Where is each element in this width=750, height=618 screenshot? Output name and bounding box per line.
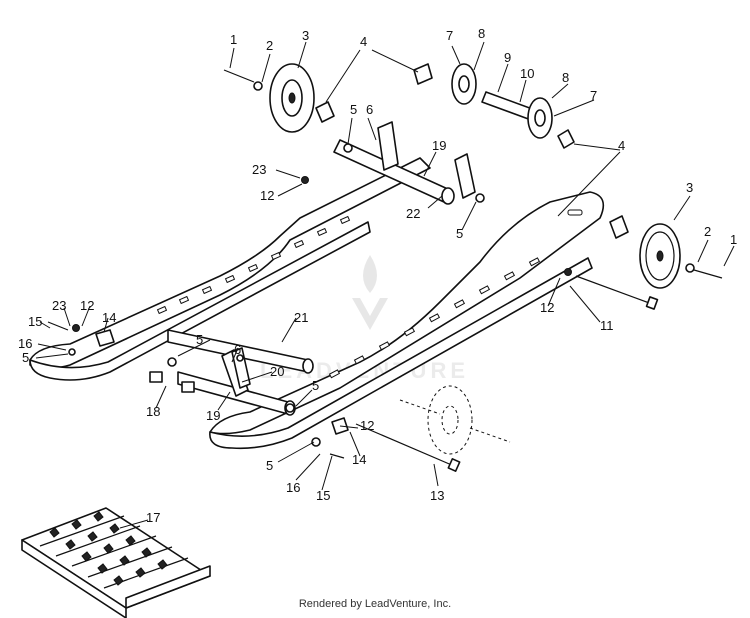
callout-12: 12 xyxy=(80,298,94,313)
callout-12: 12 xyxy=(540,300,554,315)
callout-10: 10 xyxy=(520,66,534,81)
washer xyxy=(167,357,177,367)
left-rail-slots xyxy=(156,215,351,315)
callout-3: 3 xyxy=(686,180,693,195)
nut xyxy=(301,176,309,184)
nut xyxy=(72,324,80,332)
upper-brackets xyxy=(377,121,476,199)
washer xyxy=(285,403,295,413)
axle-cap xyxy=(609,215,629,239)
bolt xyxy=(223,69,255,83)
callout-17: 17 xyxy=(146,510,160,525)
callout-15: 15 xyxy=(316,488,330,503)
bolt xyxy=(47,321,69,331)
callout-15: 15 xyxy=(28,314,42,329)
washer xyxy=(311,437,321,447)
spacer xyxy=(95,329,115,347)
callout-12: 12 xyxy=(360,418,374,433)
footer-credit: Rendered by LeadVenture, Inc. xyxy=(298,598,452,610)
front-arm-bracket xyxy=(221,347,251,397)
callout-5: 5 xyxy=(196,332,203,347)
leader-lines xyxy=(35,41,735,529)
callout-14: 14 xyxy=(352,452,366,467)
long-bolt xyxy=(355,423,461,472)
callout-5: 5 xyxy=(312,378,319,393)
callout-4: 4 xyxy=(618,138,625,153)
axle-cap xyxy=(315,101,335,123)
hi-fax-wear-strip xyxy=(21,507,211,618)
callout-5: 5 xyxy=(350,102,357,117)
callout-20: 20 xyxy=(270,364,284,379)
washer xyxy=(475,193,485,203)
callout-19: 19 xyxy=(432,138,446,153)
callout-22: 22 xyxy=(406,206,420,221)
axle-cap xyxy=(413,63,433,85)
left-slide-rail xyxy=(29,157,431,381)
callout-19: 19 xyxy=(206,408,220,423)
callout-23: 23 xyxy=(52,298,66,313)
nut xyxy=(564,268,572,276)
wear-strip-studs xyxy=(49,511,168,586)
callout-2: 2 xyxy=(704,224,711,239)
callout-1: 1 xyxy=(230,32,237,47)
callout-8: 8 xyxy=(562,70,569,85)
callout-18: 18 xyxy=(146,404,160,419)
callout-21: 21 xyxy=(294,310,308,325)
rail-plate xyxy=(181,381,195,393)
right-idler-wheel xyxy=(639,223,681,289)
callout-6: 6 xyxy=(366,102,373,117)
callout-6: 6 xyxy=(234,342,241,357)
callout-23: 23 xyxy=(252,162,266,177)
callout-5: 5 xyxy=(456,226,463,241)
callout-9: 9 xyxy=(504,50,511,65)
washer xyxy=(343,143,353,153)
right-slide-rail xyxy=(209,191,605,450)
callout-7: 7 xyxy=(446,28,453,43)
long-bolt xyxy=(575,275,659,310)
callout-16: 16 xyxy=(286,480,300,495)
axle-cap xyxy=(557,129,575,149)
callouts: 1 2 3 4 7 8 9 10 8 7 4 3 2 1 5 6 19 23 1… xyxy=(18,26,737,525)
rail-plate xyxy=(149,371,163,383)
bolt xyxy=(693,269,723,279)
ghost-idler-wheel xyxy=(399,385,511,455)
washer xyxy=(253,81,263,91)
upper-cross-shaft xyxy=(333,139,455,205)
callout-16: 16 xyxy=(18,336,32,351)
washer xyxy=(68,348,76,356)
right-rail-slots xyxy=(328,209,583,379)
callout-7: 7 xyxy=(590,88,597,103)
callout-3: 3 xyxy=(302,28,309,43)
callout-11: 11 xyxy=(600,318,614,333)
bolt xyxy=(329,453,345,459)
callout-4: 4 xyxy=(360,34,367,49)
top-idler-axle xyxy=(451,63,553,139)
callout-1: 1 xyxy=(730,232,737,247)
callout-12: 12 xyxy=(260,188,274,203)
washer xyxy=(685,263,695,273)
callout-2: 2 xyxy=(266,38,273,53)
callout-5: 5 xyxy=(22,350,29,365)
callout-8: 8 xyxy=(478,26,485,41)
callout-13: 13 xyxy=(430,488,444,503)
left-idler-wheel xyxy=(269,63,315,133)
callout-14: 14 xyxy=(102,310,116,325)
callout-5: 5 xyxy=(266,458,273,473)
